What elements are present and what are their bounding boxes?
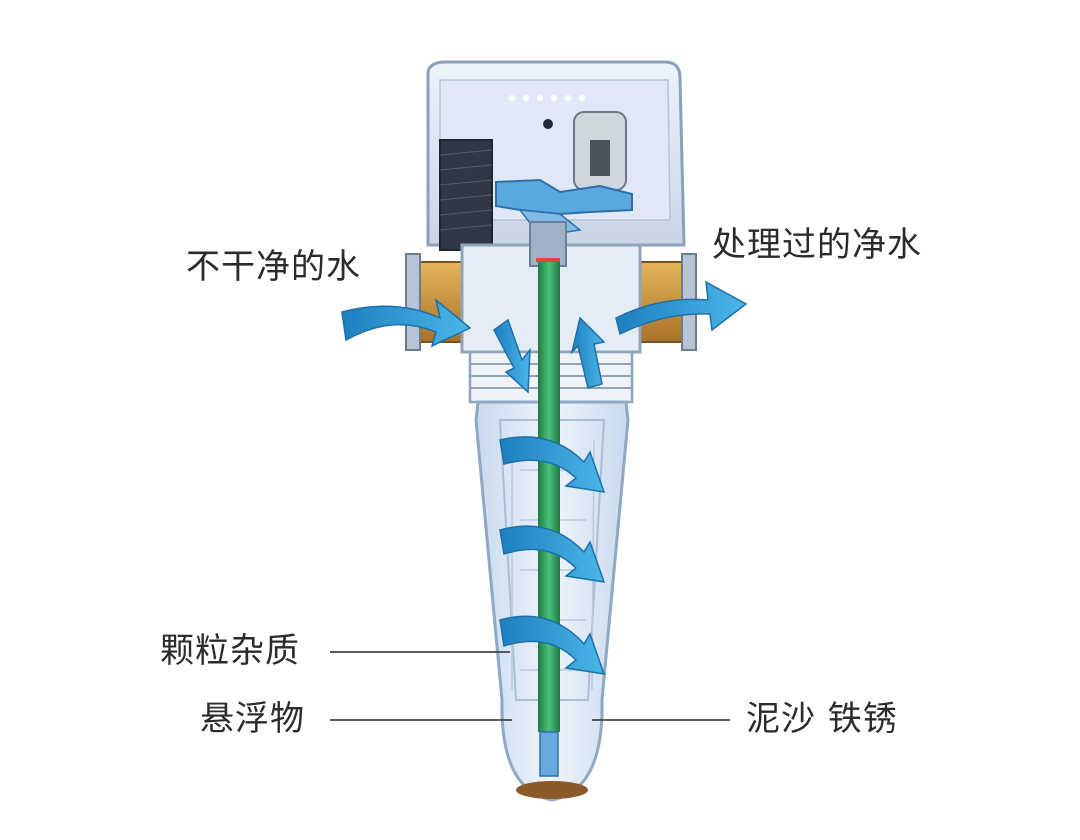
down-arrow-left bbox=[493, 318, 531, 394]
flow-arrows bbox=[341, 280, 748, 675]
inlet-arrow bbox=[341, 298, 472, 348]
swirl-arrow-3 bbox=[499, 615, 606, 675]
label-clean-water: 处理过的净水 bbox=[712, 225, 922, 265]
filter-core bbox=[529, 221, 567, 777]
filter-head bbox=[426, 60, 686, 251]
label-sediment: 泥沙 铁锈 bbox=[746, 699, 898, 739]
label-suspended: 悬浮物 bbox=[200, 699, 305, 739]
outlet-arrow bbox=[615, 280, 748, 336]
label-dirty-water: 不干净的水 bbox=[186, 247, 361, 287]
up-arrow-right bbox=[570, 316, 606, 389]
label-particles: 颗粒杂质 bbox=[160, 631, 300, 671]
sediment bbox=[516, 781, 588, 799]
swirl-arrow-1 bbox=[499, 436, 606, 493]
swirl-arrow-2 bbox=[499, 525, 606, 583]
leader-lines bbox=[330, 651, 730, 721]
